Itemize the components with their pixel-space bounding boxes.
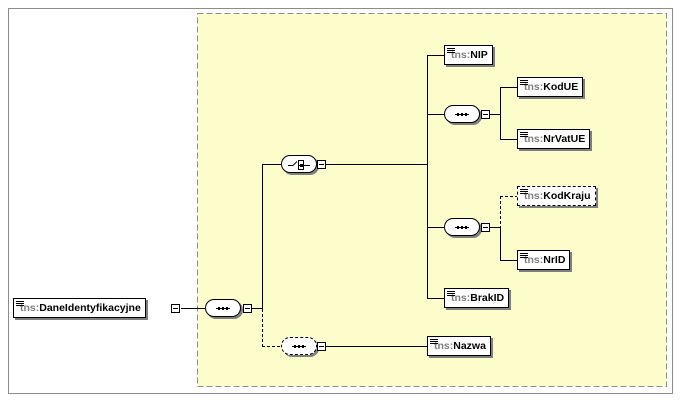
collapse-toggle-root[interactable]: [171, 304, 180, 313]
element-prefix: tns:: [524, 133, 544, 145]
element-name: BrakID: [470, 292, 505, 304]
sequence-compositor-optional[interactable]: [281, 337, 317, 355]
element-name: DaneIdentyfikacyjne: [39, 302, 141, 314]
element-nrvatue[interactable]: tns:NrVatUE: [517, 129, 591, 149]
sequence-compositor-foreign[interactable]: [444, 218, 480, 236]
element-name: NIP: [470, 49, 488, 61]
element-name: Nazwa: [453, 340, 486, 352]
element-name: KodUE: [543, 81, 579, 93]
sequence-icon: [455, 226, 469, 229]
collapse-toggle-choice[interactable]: [317, 160, 326, 169]
documentation-icon: [447, 291, 455, 297]
element-kodue[interactable]: tns:KodUE: [517, 77, 584, 97]
documentation-icon: [520, 189, 528, 195]
element-name: NrID: [543, 254, 566, 266]
element-root-daneidentyfikacyjne[interactable]: tns:DaneIdentyfikacyjne: [13, 298, 146, 318]
element-prefix: tns:: [451, 49, 471, 61]
sequence-icon: [216, 307, 230, 310]
sequence-compositor-eu[interactable]: [444, 105, 480, 123]
sequence-icon: [455, 113, 469, 116]
element-kodkraju-optional[interactable]: tns:KodKraju: [517, 186, 596, 206]
documentation-icon: [430, 339, 438, 345]
documentation-icon: [520, 132, 528, 138]
collapse-toggle-root-sequence[interactable]: [243, 304, 252, 313]
sequence-compositor-root[interactable]: [205, 299, 241, 317]
documentation-icon: [447, 48, 455, 54]
element-prefix: tns:: [524, 190, 544, 202]
choice-compositor[interactable]: [281, 155, 317, 173]
element-nazwa[interactable]: tns:Nazwa: [427, 336, 491, 356]
documentation-icon: [520, 80, 528, 86]
element-name: KodKraju: [543, 190, 591, 202]
element-prefix: tns:: [20, 302, 40, 314]
collapse-toggle-eu-sequence[interactable]: [481, 110, 490, 119]
element-name: NrVatUE: [543, 133, 586, 145]
collapse-toggle-foreign-sequence[interactable]: [481, 223, 490, 232]
choice-icon: [288, 160, 310, 170]
documentation-icon: [16, 301, 24, 307]
element-prefix: tns:: [434, 340, 454, 352]
element-prefix: tns:: [524, 254, 544, 266]
diagram-frame: [8, 8, 673, 394]
connectors: [181, 55, 517, 347]
documentation-icon: [520, 253, 528, 259]
complex-type-area: [197, 13, 667, 387]
element-nrid[interactable]: tns:NrID: [517, 250, 571, 270]
element-prefix: tns:: [451, 292, 471, 304]
element-nip[interactable]: tns:NIP: [444, 45, 493, 65]
element-brakid[interactable]: tns:BrakID: [444, 288, 510, 308]
collapse-toggle-optional-sequence[interactable]: [317, 342, 326, 351]
element-prefix: tns:: [524, 81, 544, 93]
sequence-icon: [292, 345, 306, 348]
